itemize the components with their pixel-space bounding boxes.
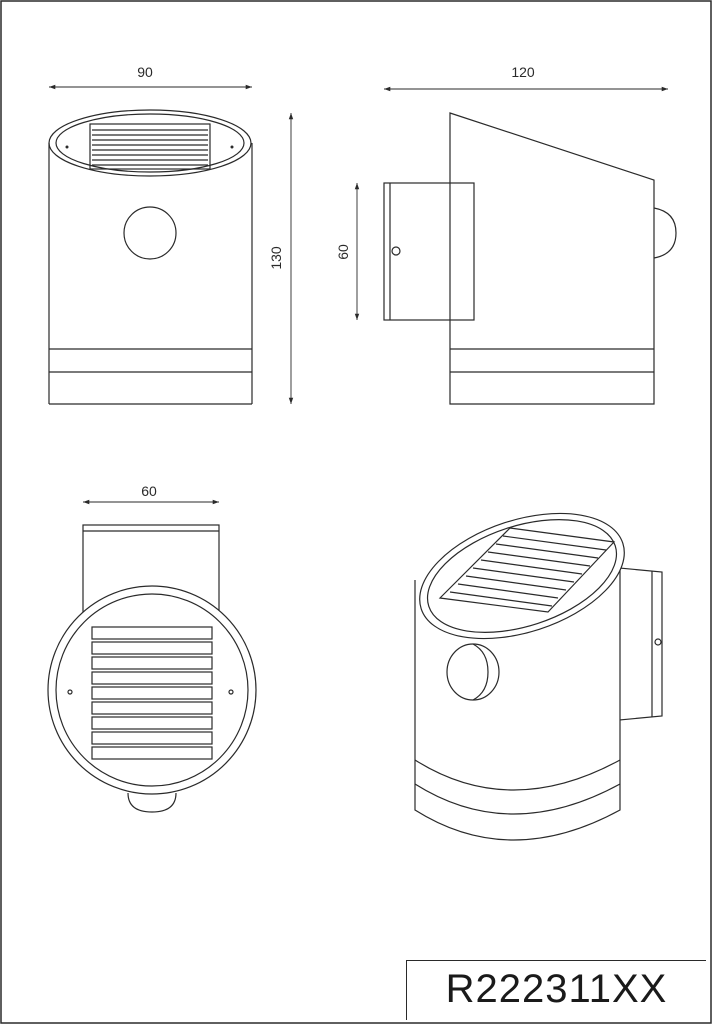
iso-wall-bracket (597, 565, 663, 723)
side-view: 120 60 (335, 64, 677, 405)
side-depth-dimension: 120 (511, 64, 535, 80)
isometric-view (414, 512, 663, 841)
front-width-dimension: 90 (137, 64, 153, 80)
front-view: 90 130 (48, 64, 294, 405)
title-block: R222311XX (406, 960, 706, 1020)
iso-solar-panel (438, 527, 616, 613)
top-outer-rim (47, 585, 257, 795)
front-solar-panel (89, 123, 211, 170)
front-top-rim (48, 109, 252, 177)
top-view: 60 (47, 483, 257, 813)
part-number: R222311XX (445, 967, 668, 1011)
front-motion-sensor (123, 206, 177, 260)
height-dimension: 130 (268, 246, 284, 270)
side-motion-sensor (653, 207, 677, 259)
bracket-width-dimension: 60 (141, 483, 157, 499)
bracket-height-dimension: 60 (335, 244, 351, 260)
top-solar-panel (91, 626, 213, 760)
side-wall-bracket (383, 182, 475, 321)
top-motion-sensor (127, 792, 177, 813)
